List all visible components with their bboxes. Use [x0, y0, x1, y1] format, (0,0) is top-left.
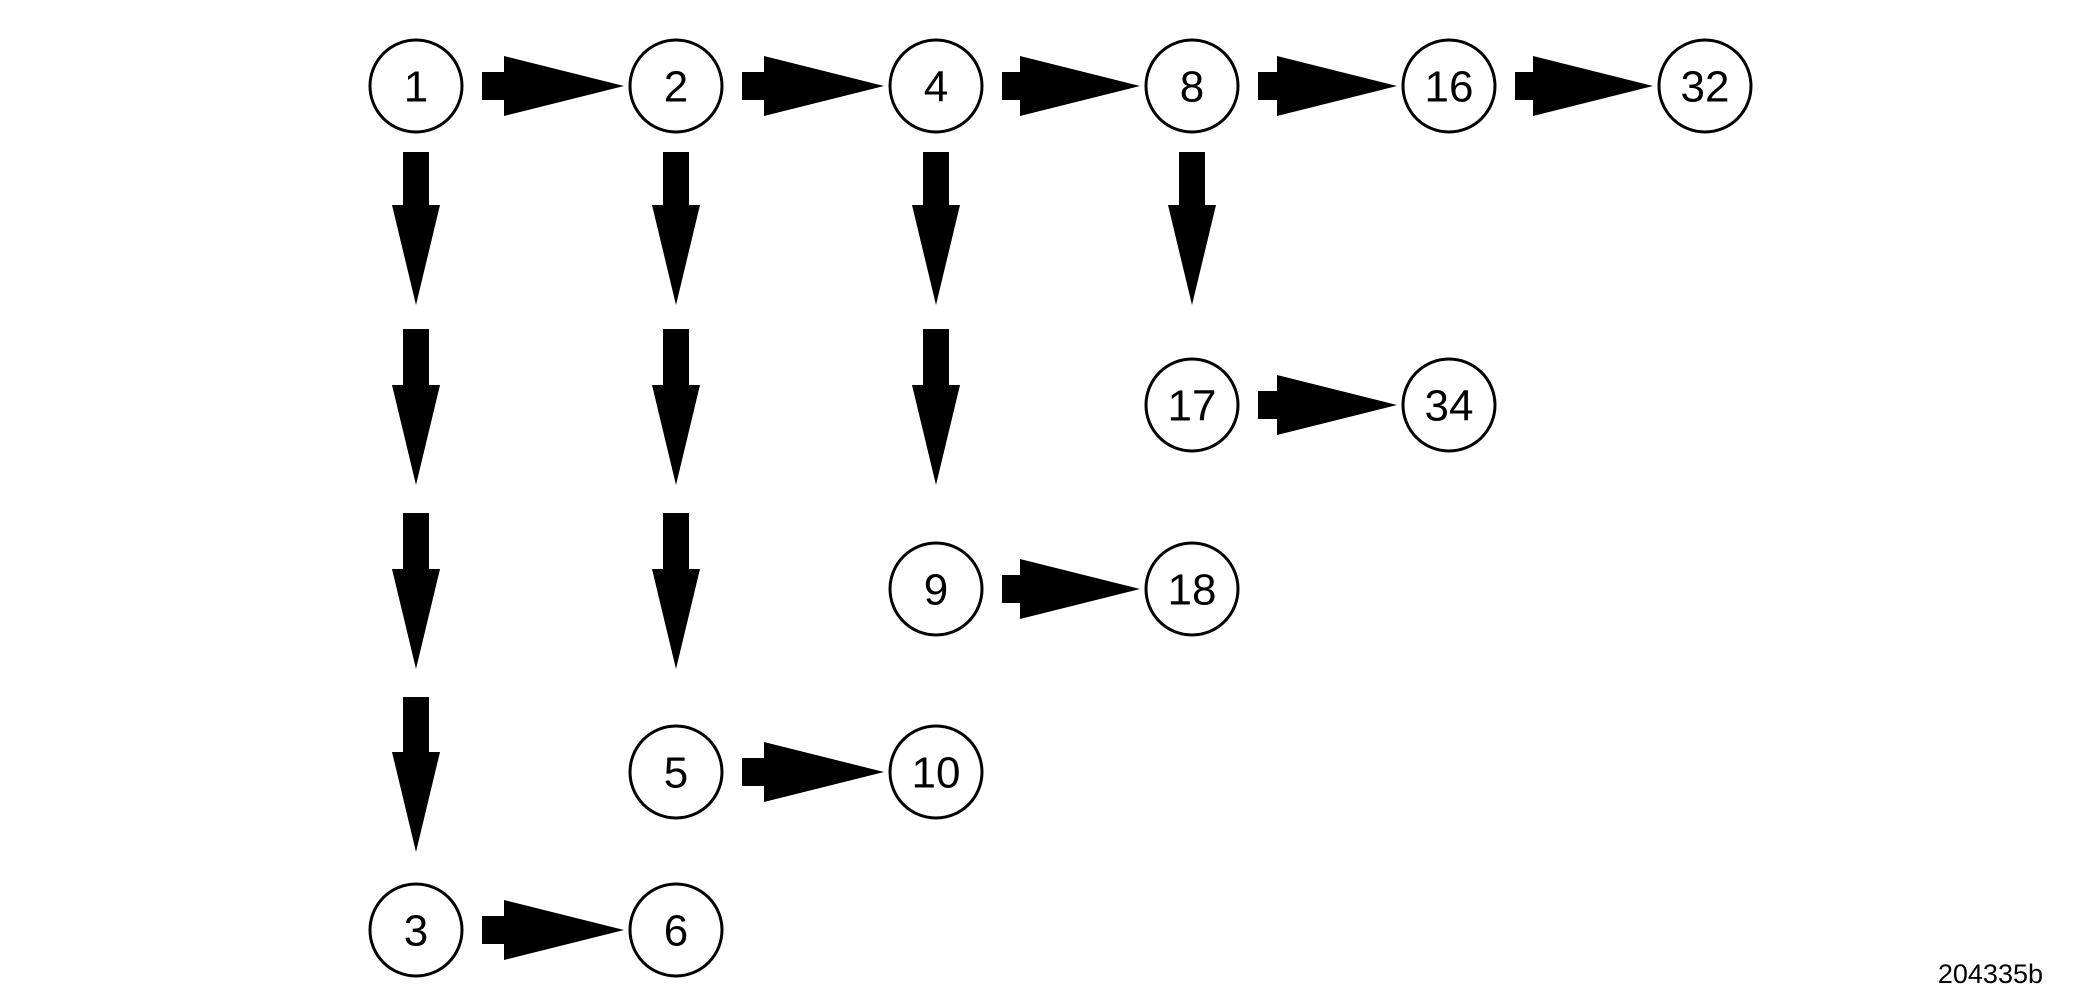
arrow-n2-to-n4	[742, 56, 884, 116]
node-9: 9	[888, 541, 984, 637]
node-34: 34	[1401, 357, 1497, 453]
arrow-n8-to-n16	[1258, 56, 1397, 116]
node-label: 18	[1168, 566, 1217, 615]
node-16: 16	[1401, 38, 1497, 134]
node-circle	[368, 38, 464, 134]
node-circle	[888, 38, 984, 134]
node-5: 5	[628, 724, 724, 820]
arrow-n2-to-n5-segment-2	[652, 329, 700, 485]
node-8: 8	[1144, 38, 1240, 134]
arrow-n17-to-n34	[1258, 375, 1397, 435]
node-label: 17	[1168, 382, 1217, 431]
arrow-n2-to-n5-segment-3	[652, 513, 700, 669]
node-17: 17	[1144, 357, 1240, 453]
node-3: 3	[368, 882, 464, 978]
node-circle	[628, 882, 724, 978]
node-6: 6	[628, 882, 724, 978]
node-label: 1	[404, 63, 428, 112]
node-4: 4	[888, 38, 984, 134]
arrow-n8-to-n17-segment-1	[1168, 152, 1216, 305]
arrow-n9-to-n18	[1002, 559, 1140, 619]
node-circle	[1144, 357, 1240, 453]
arrow-n1-to-n3-segment-1	[392, 152, 440, 305]
arrow-n2-to-n5-segment-1	[652, 152, 700, 305]
node-circle	[1144, 38, 1240, 134]
node-circle	[888, 541, 984, 637]
node-label: 6	[664, 907, 688, 956]
arrow-n1-to-n3-segment-3	[392, 513, 440, 669]
arrow-n1-to-n3-segment-4	[392, 697, 440, 852]
node-circle	[628, 38, 724, 134]
node-label: 10	[912, 749, 961, 798]
node-label: 32	[1681, 63, 1730, 112]
node-circle	[368, 882, 464, 978]
node-circle	[888, 724, 984, 820]
node-circle	[628, 724, 724, 820]
arrow-n1-to-n3-segment-2	[392, 329, 440, 485]
node-label: 2	[664, 63, 688, 112]
node-label: 34	[1425, 382, 1474, 431]
arrow-n4-to-n9-segment-2	[912, 329, 960, 485]
node-circle	[1401, 38, 1497, 134]
node-label: 3	[404, 907, 428, 956]
node-label: 4	[924, 63, 948, 112]
figure-id: 204335b	[1937, 959, 2043, 989]
node-18: 18	[1144, 541, 1240, 637]
arrow-n16-to-n32	[1515, 56, 1653, 116]
node-1: 1	[368, 38, 464, 134]
node-10: 10	[888, 724, 984, 820]
nodes-layer: 1 2 4 8 16 32 17 34 9 18 5 10 3 6	[368, 38, 1753, 978]
node-label: 9	[924, 566, 948, 615]
arrow-n3-to-n6	[482, 900, 624, 960]
arrow-n1-to-n2	[482, 56, 624, 116]
node-circle	[1401, 357, 1497, 453]
node-label: 5	[664, 749, 688, 798]
node-circle	[1657, 38, 1753, 134]
node-32: 32	[1657, 38, 1753, 134]
arrow-n5-to-n10	[742, 742, 884, 802]
arrow-n4-to-n8	[1002, 56, 1140, 116]
node-label: 8	[1180, 63, 1204, 112]
node-label: 16	[1425, 63, 1474, 112]
arrow-n4-to-n9-segment-1	[912, 152, 960, 305]
node-circle	[1144, 541, 1240, 637]
node-2: 2	[628, 38, 724, 134]
arrows-layer	[392, 56, 1653, 960]
